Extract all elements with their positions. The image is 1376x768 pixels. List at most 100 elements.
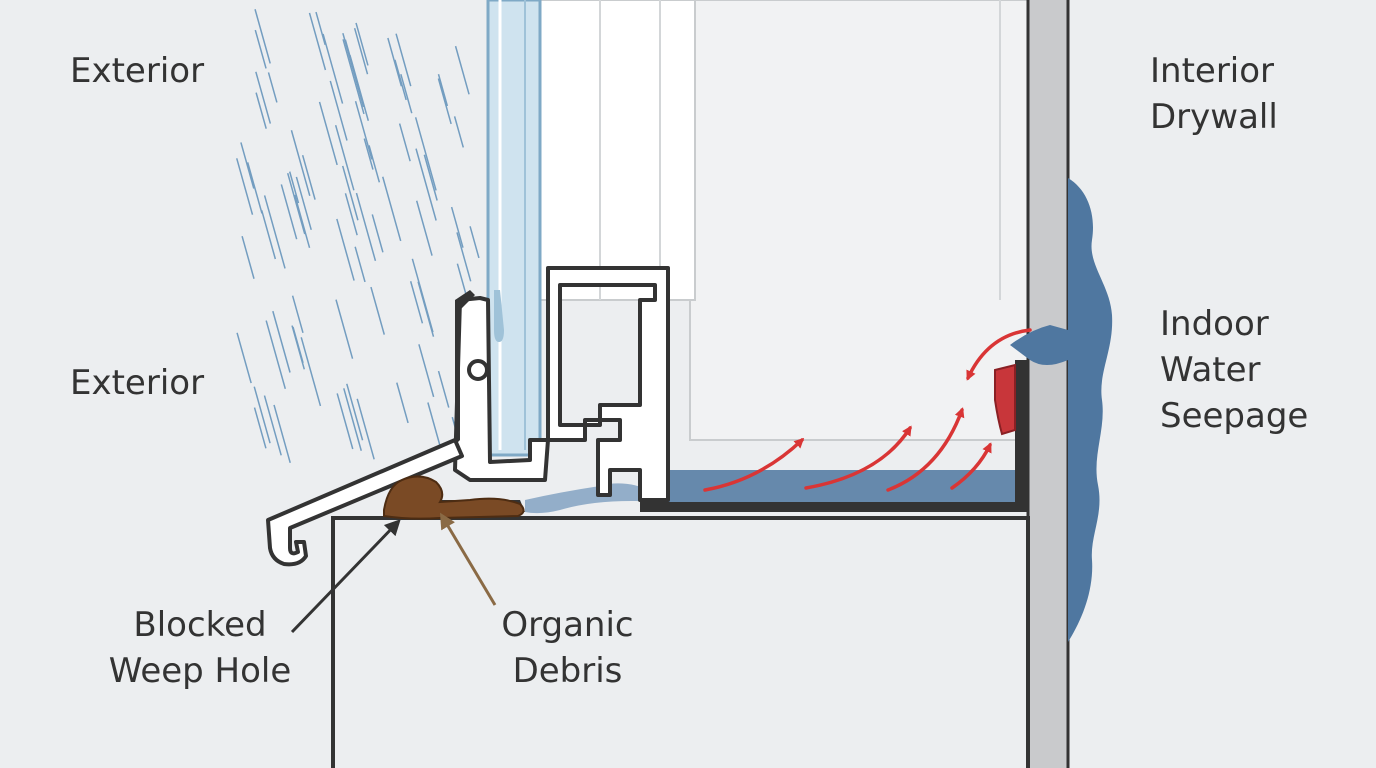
rain-streak [253, 386, 271, 444]
rain-streak [267, 72, 278, 103]
rain-streak [342, 39, 365, 115]
rain-streak [469, 226, 480, 259]
glazing-gasket [467, 359, 489, 381]
rain-streak [253, 407, 267, 449]
rain-streak [300, 337, 322, 407]
rain-streak [456, 232, 472, 282]
rain-streak [363, 138, 374, 170]
interior-stop [994, 363, 1016, 436]
drywall-water-stain [1068, 178, 1113, 642]
sash-frame-white [539, 0, 696, 301]
rain-streak [263, 195, 286, 269]
rain-streak [414, 117, 437, 191]
rain-streak [341, 165, 359, 221]
airflow-arrow [703, 437, 805, 492]
water-drip [494, 290, 504, 342]
rain-streak [295, 176, 312, 231]
rain-streak [246, 162, 263, 214]
wall-stud [1028, 0, 1068, 768]
rain-streak [254, 9, 271, 64]
water-overflow [1010, 325, 1068, 365]
rain-streak [423, 154, 438, 201]
rain-streak [273, 404, 291, 463]
rain-streak [335, 299, 354, 359]
rain-streak [322, 33, 344, 104]
rain-streak [453, 116, 465, 148]
organic-debris [383, 475, 525, 520]
rain-streak [240, 142, 255, 189]
exterior-sill-nose [266, 438, 464, 567]
sash-vertical-frame [455, 290, 475, 445]
airflow-arrow [804, 425, 912, 490]
rain-streak [342, 32, 365, 108]
rain-streak [334, 124, 355, 191]
water-rise-arrows [703, 328, 1032, 492]
rain-streak [353, 27, 369, 75]
rain-streak [265, 320, 287, 390]
rain-streak [356, 398, 375, 460]
glass-pane [486, 0, 542, 457]
rain-streak [344, 193, 358, 236]
sill-block [331, 516, 1030, 768]
label-exterior-mid: Exterior [70, 363, 205, 403]
airflow-arrow [950, 442, 992, 490]
label-indoor-water-seepage: Indoor Water Seepage [1160, 304, 1309, 436]
rain-streak [235, 158, 254, 215]
rain-streak [415, 200, 433, 256]
rain-streak [394, 59, 407, 101]
rain-streak [291, 325, 306, 370]
rain-streak [343, 388, 362, 451]
rain-streak [395, 33, 412, 87]
rain-streak [396, 382, 409, 424]
airflow-arrow [966, 328, 1032, 381]
label-interior-drywall: Interior Drywall [1150, 51, 1278, 137]
rain-streak [260, 210, 277, 260]
label-organic-debris: Organic Debris [501, 605, 634, 691]
rain-streak [255, 92, 267, 129]
rain-streaks [235, 9, 482, 465]
weep-hole-leader [290, 519, 401, 634]
rain-streak [255, 71, 272, 124]
rain-streak [398, 123, 411, 162]
rain-streak [318, 101, 338, 166]
rain-streak [336, 218, 355, 281]
rain-streak [415, 148, 437, 221]
rain-streak [286, 172, 306, 235]
rain-streak [370, 286, 386, 335]
rain-streak [241, 236, 255, 279]
rain-streak [354, 246, 366, 283]
rain-streak [437, 78, 452, 125]
label-exterior-top: Exterior [70, 51, 205, 91]
rain-streak [400, 73, 413, 114]
rain-streak [280, 184, 298, 240]
rain-streak [329, 80, 348, 141]
pooled-water [660, 470, 1015, 502]
rain-streak [272, 310, 291, 373]
interior-drywall-panel [1068, 0, 1376, 768]
rain-streak [382, 176, 402, 242]
rain-streak [288, 171, 300, 204]
rain-streak [263, 395, 282, 456]
rain-streak [454, 45, 470, 95]
airflow-arrow [886, 407, 965, 492]
rain-streak [437, 74, 449, 107]
rain-streak [450, 206, 464, 248]
sash-extrusion [546, 266, 670, 502]
label-blocked-weep-hole: Blocked Weep Hole [108, 605, 292, 691]
rain-streak [418, 344, 435, 398]
rain-streak [411, 258, 434, 333]
rain-streak [308, 12, 327, 71]
rain-streak [254, 29, 267, 69]
rain-streak [355, 22, 369, 66]
rain-streak [301, 154, 316, 200]
debris-leader [439, 512, 497, 606]
rain-streak [236, 332, 252, 384]
rain-streak [387, 37, 403, 87]
rain-streak [409, 281, 424, 324]
rain-streak [354, 100, 373, 160]
rain-streak [437, 370, 450, 408]
rain-streak [336, 393, 354, 450]
rain-streak [290, 130, 311, 197]
rain-streak [346, 383, 364, 441]
